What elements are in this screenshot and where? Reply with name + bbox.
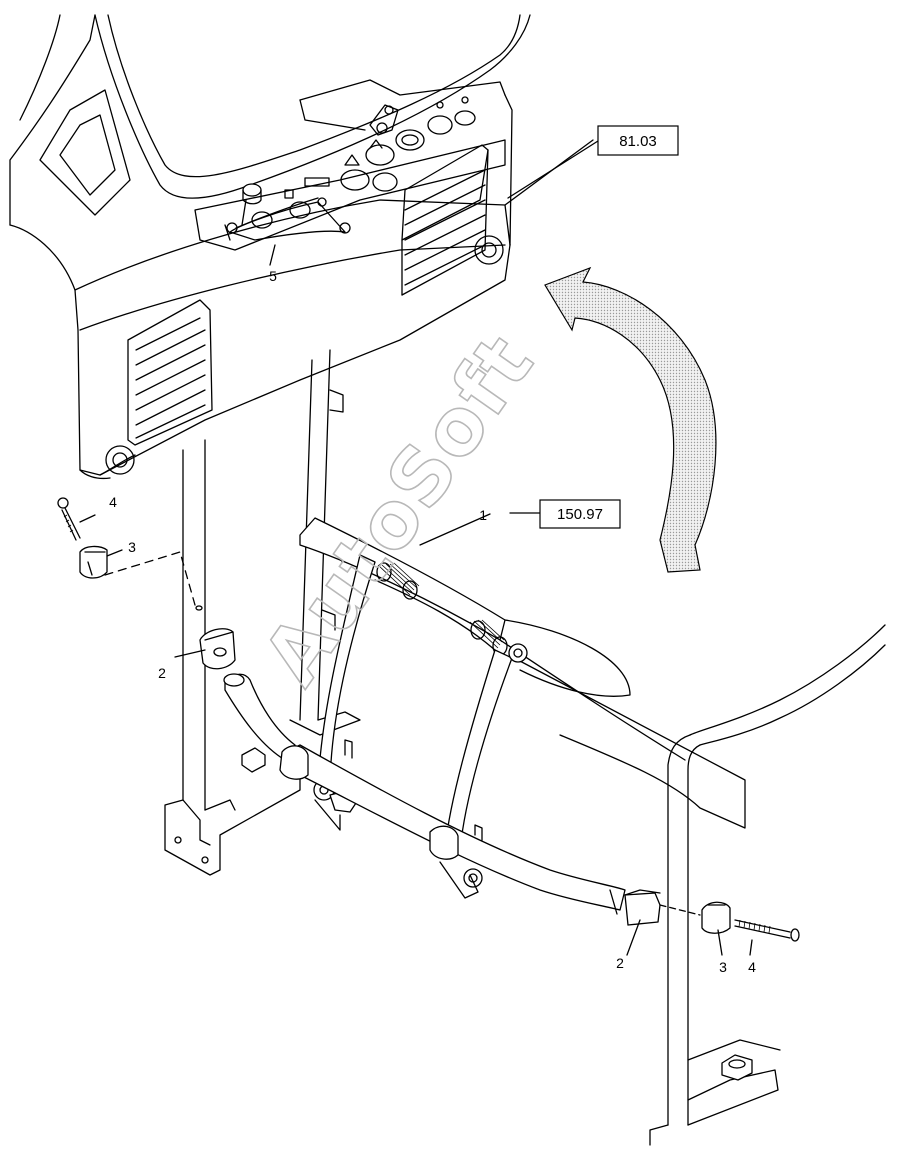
right-vent [401, 144, 489, 296]
svg-text:81.03: 81.03 [619, 133, 657, 150]
spring-right [469, 619, 508, 656]
callout-5: 5 [269, 268, 277, 284]
rotation-arrow [544, 266, 717, 573]
reference-box-81-03: 81.03 [597, 125, 679, 156]
leader-lines [79, 140, 753, 956]
right-hardware [624, 889, 800, 942]
left-hardware [57, 497, 236, 670]
right-frame [649, 624, 886, 1146]
panel-switches [251, 96, 476, 229]
dashboard-housing [9, 14, 594, 480]
callout-4-right: 4 [748, 959, 756, 975]
lamp-bracket-assembly [223, 517, 746, 915]
svg-text:150.97: 150.97 [557, 506, 603, 523]
callout-labels: 1 2 2 3 3 4 4 5 [109, 268, 756, 975]
left-vent [127, 299, 213, 446]
callout-1: 1 [479, 507, 487, 523]
callout-2-left: 2 [158, 665, 166, 681]
callout-3-left: 3 [128, 539, 136, 555]
reference-box-150-97: 150.97 [539, 499, 621, 529]
callout-2-right: 2 [616, 955, 624, 971]
item-5-bracket [224, 183, 351, 241]
callout-4-left: 4 [109, 494, 117, 510]
left-post [164, 439, 301, 876]
callout-3-right: 3 [719, 959, 727, 975]
upper-latch [369, 104, 399, 136]
spring-left [376, 562, 420, 600]
